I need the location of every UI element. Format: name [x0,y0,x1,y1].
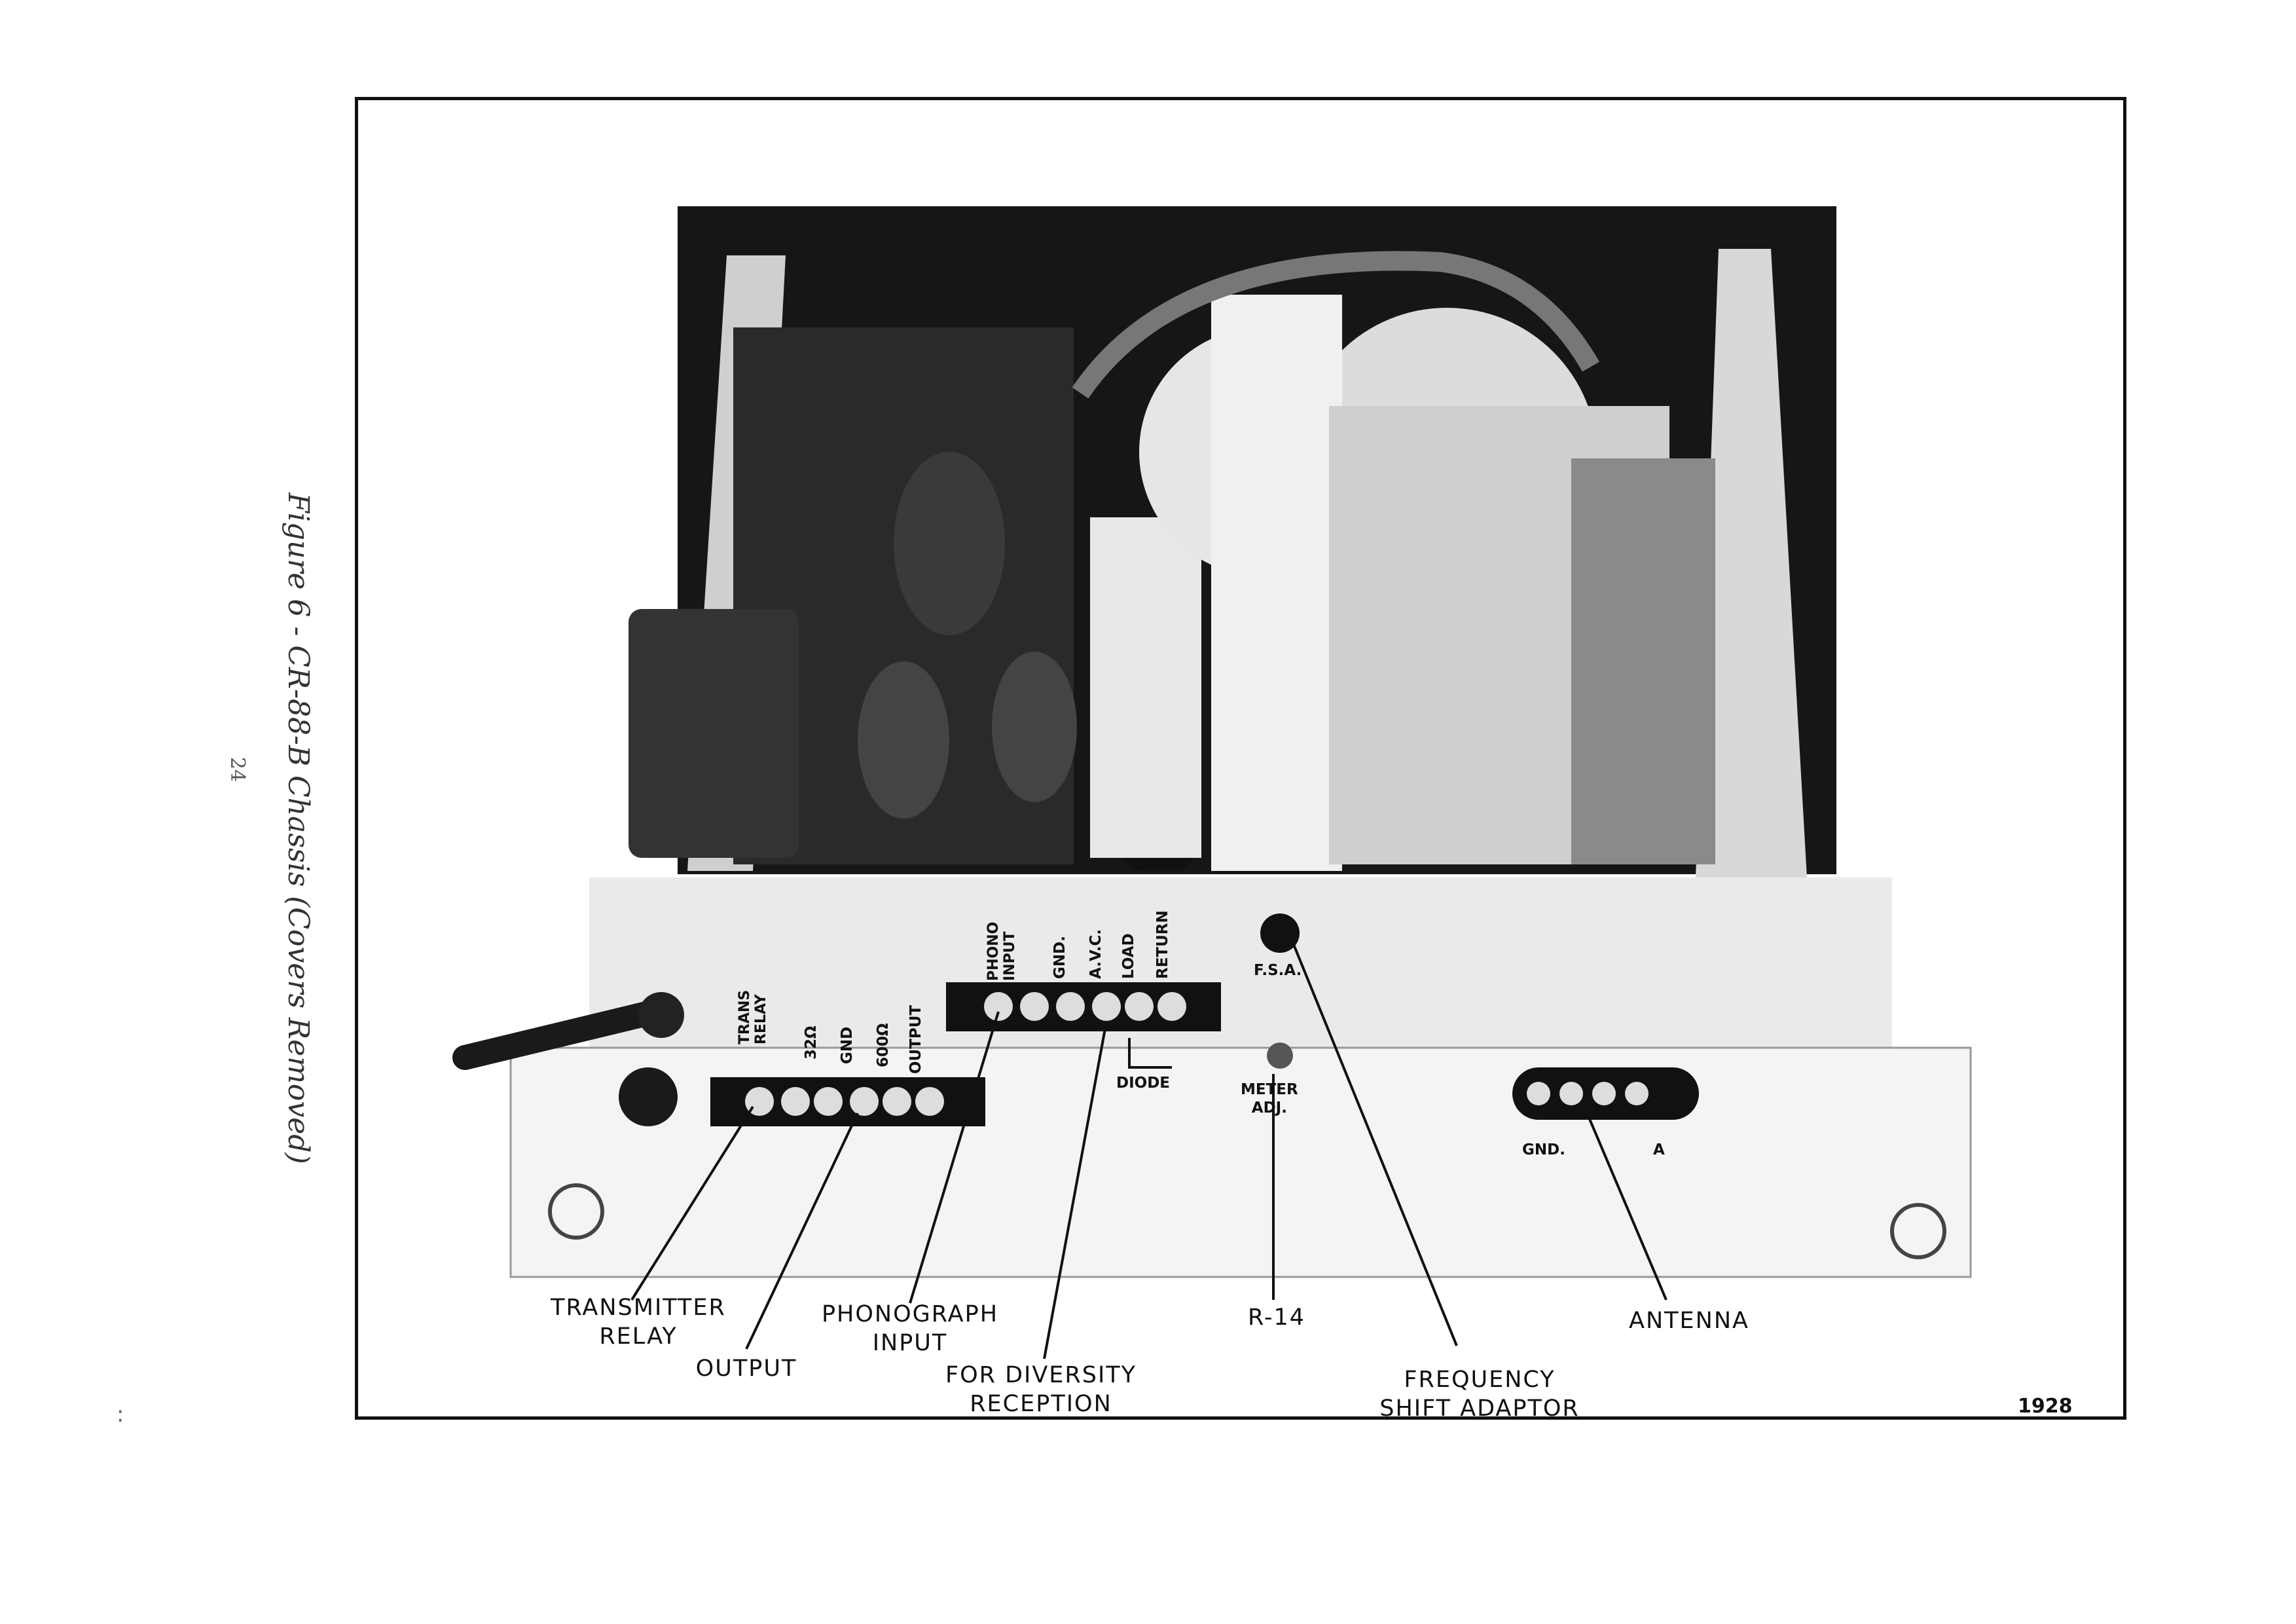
callout-antenna: ANTENNA [1629,1308,1749,1334]
tube-1 [858,661,949,819]
terminal-screw [1592,1082,1616,1105]
figure-number: 1928 [2018,1395,2073,1418]
power-cable [452,999,667,1070]
panel-label-a: A [1653,1141,1665,1158]
terminal-screw [781,1087,810,1116]
panel-label-600ohm: 600Ω [875,1023,892,1067]
leader-diversity-reception [1043,1021,1108,1359]
fuse-holder [619,1067,678,1126]
panel-label-load: LOAD [1120,933,1137,979]
wiring-harness [1072,251,1600,399]
meter-adj-knob [1267,1043,1293,1069]
terminal-screw [984,992,1013,1021]
margin-mark: : [117,1401,124,1428]
leader-phonograph-input [909,1011,1000,1304]
terminal-screw [883,1087,911,1116]
terminal-screw [915,1087,944,1116]
terminal-screw [1625,1082,1649,1105]
panel-label-trans-relay: TRANS RELAY [737,989,769,1044]
panel-label-gnd-antenna: GND. [1522,1141,1565,1158]
callout-frequency-shift-adaptor: FREQUENCY SHIFT ADAPTOR [1379,1367,1580,1422]
can-shield [1090,517,1201,858]
terminal-screw [850,1087,879,1116]
panel-label-return: RETURN [1154,910,1171,979]
panel-label-diode: DIODE [1116,1075,1171,1092]
mounting-hole-right [1890,1203,1946,1259]
leader-transmitter-relay [630,1105,754,1301]
terminal-screw [1527,1082,1550,1105]
panel-label-avc: A.V.C. [1087,929,1104,979]
leader-output [745,1113,859,1350]
terminal-screw [814,1087,843,1116]
terminal-screw [1157,992,1186,1021]
panel-label-phono-input: PHONO INPUT [985,921,1018,981]
tube-2 [992,652,1077,802]
terminal-screw [1056,992,1085,1021]
tube-large [894,452,1005,635]
mounting-hole-left [548,1183,604,1240]
right-bracket [1696,249,1807,877]
gearbox [1571,458,1715,864]
panel-label-meter-adj: METER ADJ. [1241,1081,1298,1116]
callout-transmitter-relay: TRANSMITTER RELAY [551,1295,726,1350]
callout-diversity-reception: FOR DIVERSITY RECEPTION [945,1362,1137,1417]
callout-r14: R-14 [1247,1304,1306,1331]
figure-frame [355,97,2126,1420]
panel-label-32ohm: 32Ω [803,1025,820,1060]
terminal-screw [1125,992,1154,1021]
callout-phonograph-input: PHONOGRAPH INPUT [821,1301,999,1356]
terminal-screw [1092,992,1121,1021]
choke [629,609,799,858]
diode-bracket [1128,1038,1172,1069]
callout-output: OUTPUT [695,1356,797,1382]
tuning-column [1211,295,1342,871]
panel-label-gnd2: GND. [1051,936,1068,979]
panel-label-gnd: GND [839,1026,856,1064]
leader-fsa [1292,942,1458,1346]
fsa-jack [1260,913,1300,953]
panel-label-fsa: F.S.A. [1254,962,1302,979]
panel-label-output: OUTPUT [907,1005,924,1074]
terminal-screw [1559,1082,1583,1105]
cable-grommet [638,992,684,1038]
leader-antenna [1583,1106,1667,1301]
terminal-screw [1020,992,1049,1021]
